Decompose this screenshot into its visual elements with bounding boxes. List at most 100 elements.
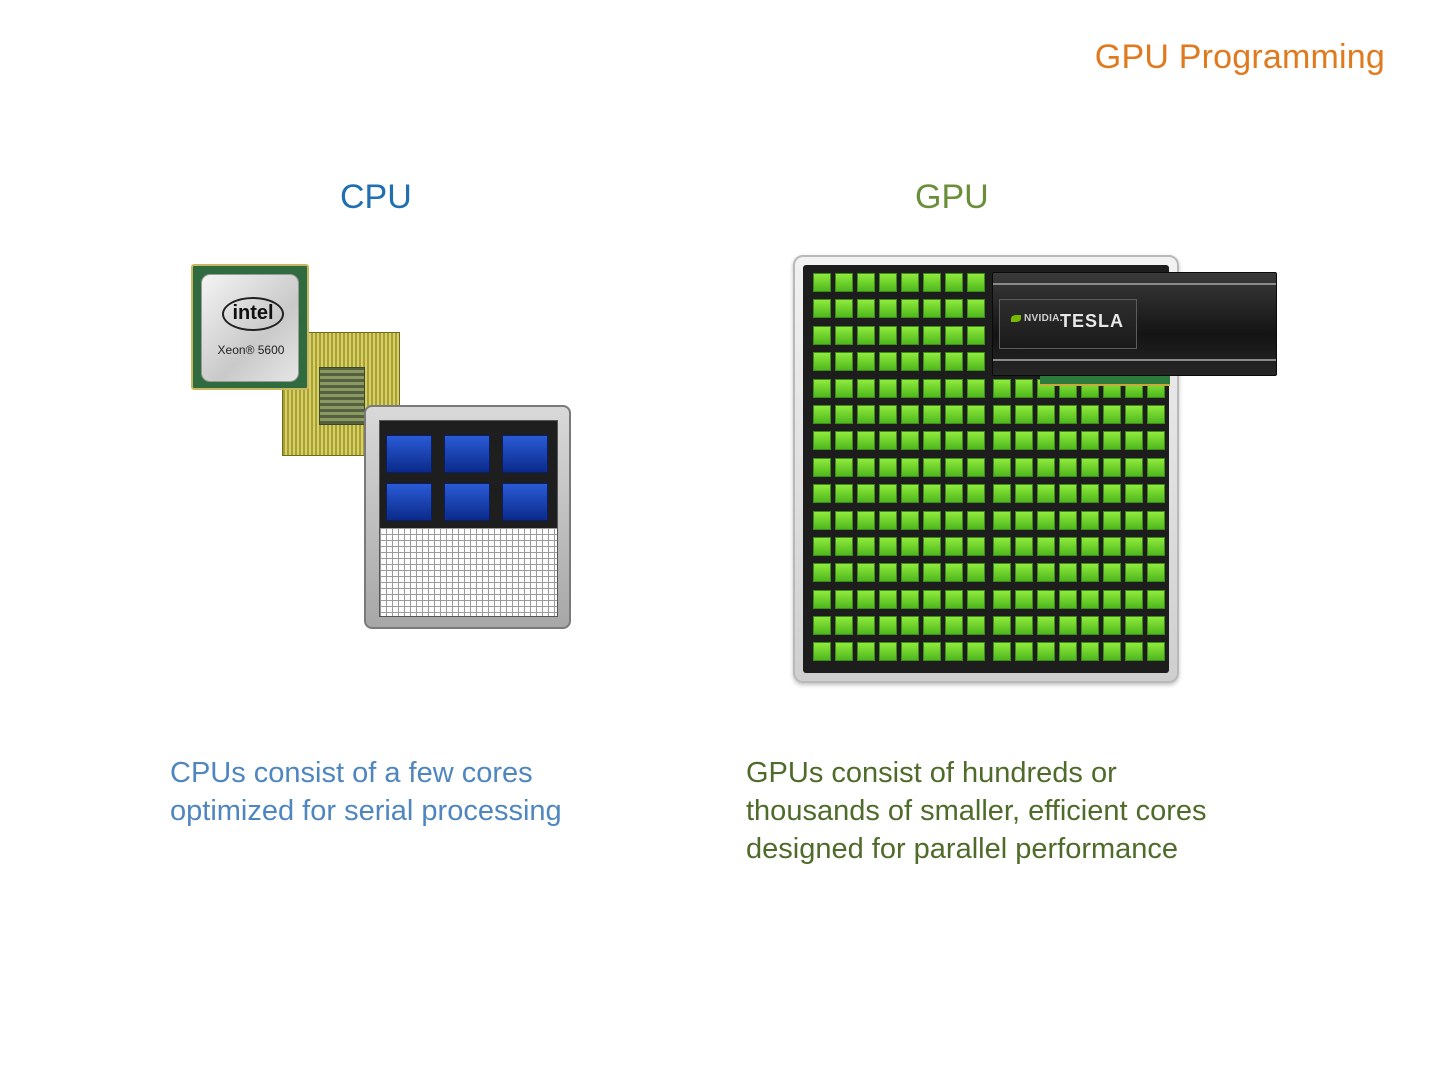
- gpu-core: [1037, 536, 1055, 556]
- gpu-core: [993, 378, 1011, 398]
- gpu-core: [945, 404, 963, 424]
- gpu-core: [923, 457, 941, 477]
- gpu-core: [945, 378, 963, 398]
- gpu-core: [813, 325, 831, 345]
- gpu-core: [967, 589, 985, 609]
- gpu-core: [945, 484, 963, 504]
- gpu-core: [993, 484, 1011, 504]
- gpu-core: [857, 273, 875, 292]
- xeon-label: Xeon® 5600: [217, 343, 285, 357]
- gpu-core: [901, 510, 919, 530]
- gpu-core: [1103, 616, 1121, 636]
- gpu-core: [813, 352, 831, 372]
- gpu-description-line: designed for parallel performance: [746, 833, 1179, 865]
- gpu-core: [1103, 404, 1121, 424]
- gpu-core: [879, 299, 897, 319]
- gpu-core: [1081, 563, 1099, 583]
- gpu-core: [857, 352, 875, 372]
- gpu-core: [945, 616, 963, 636]
- gpu-core: [923, 273, 941, 292]
- gpu-core: [945, 536, 963, 556]
- gpu-core: [923, 536, 941, 556]
- gpu-core: [967, 378, 985, 398]
- gpu-core: [857, 378, 875, 398]
- gpu-core: [813, 642, 831, 662]
- gpu-core: [813, 378, 831, 398]
- gpu-core: [1015, 589, 1033, 609]
- gpu-core: [923, 299, 941, 319]
- gpu-core: [901, 457, 919, 477]
- gpu-core: [813, 616, 831, 636]
- gpu-core: [1059, 563, 1077, 583]
- gpu-core: [993, 404, 1011, 424]
- gpu-core: [923, 510, 941, 530]
- gpu-core: [1015, 457, 1033, 477]
- intel-xeon-chip-image: intel Xeon® 5600: [191, 264, 309, 390]
- gpu-core: [813, 589, 831, 609]
- gpu-core: [901, 404, 919, 424]
- gpu-core: [879, 589, 897, 609]
- gpu-core: [923, 352, 941, 372]
- gpu-core: [879, 404, 897, 424]
- gpu-core: [1125, 404, 1143, 424]
- gpu-core: [967, 616, 985, 636]
- gpu-core: [1081, 431, 1099, 451]
- gpu-core: [813, 563, 831, 583]
- gpu-core: [967, 510, 985, 530]
- gpu-core: [857, 642, 875, 662]
- gpu-core: [901, 642, 919, 662]
- gpu-core: [923, 642, 941, 662]
- gpu-core: [1147, 484, 1165, 504]
- gpu-core: [835, 616, 853, 636]
- gpu-core: [835, 457, 853, 477]
- gpu-core: [857, 484, 875, 504]
- nvidia-logo: NVIDIA.: [1011, 313, 1063, 324]
- gpu-core: [857, 325, 875, 345]
- gpu-core: [857, 431, 875, 451]
- gpu-core: [967, 457, 985, 477]
- gpu-core: [945, 325, 963, 345]
- gpu-core: [901, 484, 919, 504]
- gpu-core: [993, 457, 1011, 477]
- gpu-core: [967, 431, 985, 451]
- gpu-core: [945, 589, 963, 609]
- gpu-core: [993, 589, 1011, 609]
- gpu-core: [879, 325, 897, 345]
- cpu-diagram-inner: [379, 420, 558, 617]
- gpu-description: GPUs consist of hundreds or thousands of…: [746, 754, 1306, 868]
- gpu-core: [1147, 563, 1165, 583]
- gpu-core: [1103, 589, 1121, 609]
- gpu-core: [1037, 563, 1055, 583]
- gpu-core: [1147, 616, 1165, 636]
- gpu-core: [857, 536, 875, 556]
- nvidia-eye-icon: [1011, 314, 1021, 322]
- gpu-core: [1015, 642, 1033, 662]
- gpu-core: [923, 589, 941, 609]
- gpu-core: [1037, 616, 1055, 636]
- gpu-core: [1125, 484, 1143, 504]
- gpu-core: [1037, 431, 1055, 451]
- gpu-core: [813, 273, 831, 292]
- gpu-core: [1059, 510, 1077, 530]
- intel-logo: intel: [222, 297, 284, 331]
- gpu-core: [901, 563, 919, 583]
- gpu-core: [945, 273, 963, 292]
- gpu-core: [879, 378, 897, 398]
- gpu-core: [1125, 536, 1143, 556]
- gpu-core-grid-left: [813, 273, 985, 662]
- gpu-core: [1125, 616, 1143, 636]
- gpu-core: [1059, 589, 1077, 609]
- nvidia-wordmark: NVIDIA.: [1024, 313, 1063, 324]
- card-stripe: [993, 283, 1276, 285]
- cpu-core-diagram: [364, 405, 571, 629]
- gpu-core: [901, 616, 919, 636]
- gpu-core: [835, 536, 853, 556]
- gpu-core: [879, 642, 897, 662]
- cpu-description: CPUs consist of a few cores optimized fo…: [170, 754, 640, 830]
- gpu-core: [1015, 510, 1033, 530]
- gpu-core: [835, 431, 853, 451]
- gpu-core: [993, 536, 1011, 556]
- gpu-core: [1125, 563, 1143, 583]
- gpu-core: [857, 616, 875, 636]
